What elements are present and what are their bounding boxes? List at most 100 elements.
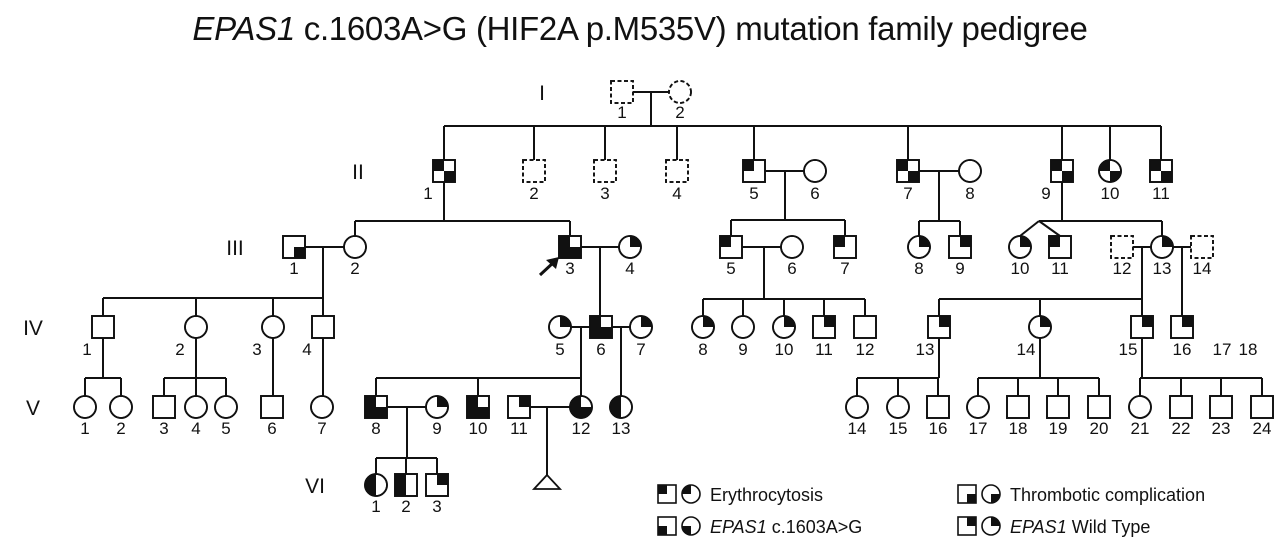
individual-V-20: 20 <box>1087 395 1111 438</box>
individual-number: 4 <box>625 259 634 278</box>
individual-V-17: 17 <box>966 395 990 438</box>
quadrant-tl <box>1150 160 1161 171</box>
individual-number: 16 <box>929 419 948 438</box>
symbol-outline <box>1190 235 1214 259</box>
male-symbol <box>1190 235 1214 259</box>
legend-text: c.1603A>G <box>767 517 863 537</box>
legend-label: EPAS1 Wild Type <box>1010 517 1150 537</box>
individual-number: 4 <box>672 184 681 203</box>
individual-number: 15 <box>889 419 908 438</box>
quadrant-bl <box>590 327 601 338</box>
individual-V-13: 13 <box>609 395 633 438</box>
symbol-outline <box>618 235 642 259</box>
male-symbol <box>853 315 877 339</box>
generation-label-IV: IV <box>23 317 43 340</box>
individual-III-12: 12 <box>1110 235 1134 278</box>
individual-number: 7 <box>903 184 912 203</box>
quadrant-bl <box>467 407 478 418</box>
symbol-outline <box>845 395 869 419</box>
individual-IV-1: 1 <box>82 315 115 359</box>
symbol-outline <box>1209 395 1233 419</box>
title-rest: c.1603A>G (HIF2A p.M535V) mutation famil… <box>294 10 1088 47</box>
individual-number: 14 <box>1017 340 1036 359</box>
quadrant-tr <box>1142 316 1153 327</box>
quadrant-br <box>908 171 919 182</box>
male-symbol <box>1169 395 1193 419</box>
individual-II-3: 3 <box>593 159 617 203</box>
symbol-outline <box>394 473 418 497</box>
individual-number: 10 <box>1101 184 1120 203</box>
individual-V-19: 19 <box>1046 395 1070 438</box>
quadrant-br <box>478 407 489 418</box>
individual-IV-11: 11 <box>812 315 836 359</box>
symbol-outline <box>609 395 633 419</box>
individual-number: 13 <box>916 340 935 359</box>
legend-quadrant <box>682 485 691 494</box>
symbol-outline <box>812 315 836 339</box>
symbol-outline <box>311 315 335 339</box>
quadrant-br <box>1062 171 1073 182</box>
quadrant-tr <box>1182 316 1193 327</box>
individual-number: 21 <box>1131 419 1150 438</box>
quadrant-bl <box>365 485 376 496</box>
symbol-outline <box>610 80 634 104</box>
individual-VI-3: 3 <box>425 473 449 516</box>
symbol-outline <box>152 395 176 419</box>
symbol-outline <box>282 235 306 259</box>
symbol-outline <box>91 315 115 339</box>
quadrant-br <box>294 247 305 258</box>
individual-number: 10 <box>1011 259 1030 278</box>
male-symbol <box>1006 395 1030 419</box>
symbol-outline <box>780 235 804 259</box>
individual-III-13: 13 <box>1150 235 1174 278</box>
individual-V-15: 15 <box>886 395 910 438</box>
symbol-outline <box>261 315 285 339</box>
symbol-outline <box>958 159 982 183</box>
legend-label: Thrombotic complication <box>1010 485 1205 505</box>
legend-text: Thrombotic complication <box>1010 485 1205 505</box>
quadrant-tr <box>824 316 835 327</box>
individual-IV-5: 5 <box>548 315 572 359</box>
symbol-outline <box>927 315 951 339</box>
individual-III-3: 3 <box>558 235 582 278</box>
individual-III-9: 9 <box>948 235 972 278</box>
individual-number: 5 <box>726 259 735 278</box>
individual-number: 7 <box>840 259 849 278</box>
generation-label-III: III <box>226 237 244 260</box>
symbol-outline <box>926 395 950 419</box>
male-symbol <box>665 159 689 183</box>
quadrant-tr <box>519 396 530 407</box>
quadrant-tl <box>834 236 845 247</box>
individual-III-7: 7 <box>833 235 857 278</box>
symbol-outline <box>558 235 582 259</box>
individual-IV-4: 4 <box>302 315 335 359</box>
symbol-outline <box>1048 235 1072 259</box>
individual-number: 23 <box>1212 419 1231 438</box>
individual-number: 8 <box>965 184 974 203</box>
individual-III-1: 1 <box>282 235 306 278</box>
symbol-outline <box>364 473 388 497</box>
individual-IV-2: 2 <box>175 315 208 359</box>
quadrant-tr <box>1040 316 1051 327</box>
individual-number: 12 <box>572 419 591 438</box>
symbol-outline <box>896 159 920 183</box>
symbol-outline <box>432 159 456 183</box>
generation-label-II: II <box>352 161 364 184</box>
individual-IV-3: 3 <box>252 315 285 359</box>
individual-number: 6 <box>810 184 819 203</box>
male-symbol <box>91 315 115 339</box>
individual-II-10: 10 <box>1098 159 1122 203</box>
individual-VI-2: 2 <box>394 473 418 516</box>
quadrant-tr <box>630 236 641 247</box>
individual-number: 15 <box>1119 340 1138 359</box>
symbol-outline <box>109 395 133 419</box>
individual-number: 12 <box>856 340 875 359</box>
individual-number: 16 <box>1173 340 1192 359</box>
legend-quadrant <box>967 494 976 503</box>
quadrant-bl <box>610 407 621 418</box>
quadrant-bl <box>395 485 406 496</box>
quadrant-tl <box>1049 236 1060 247</box>
individual-number: 2 <box>116 419 125 438</box>
quadrant-tr <box>1020 236 1031 247</box>
symbol-outline <box>466 395 490 419</box>
